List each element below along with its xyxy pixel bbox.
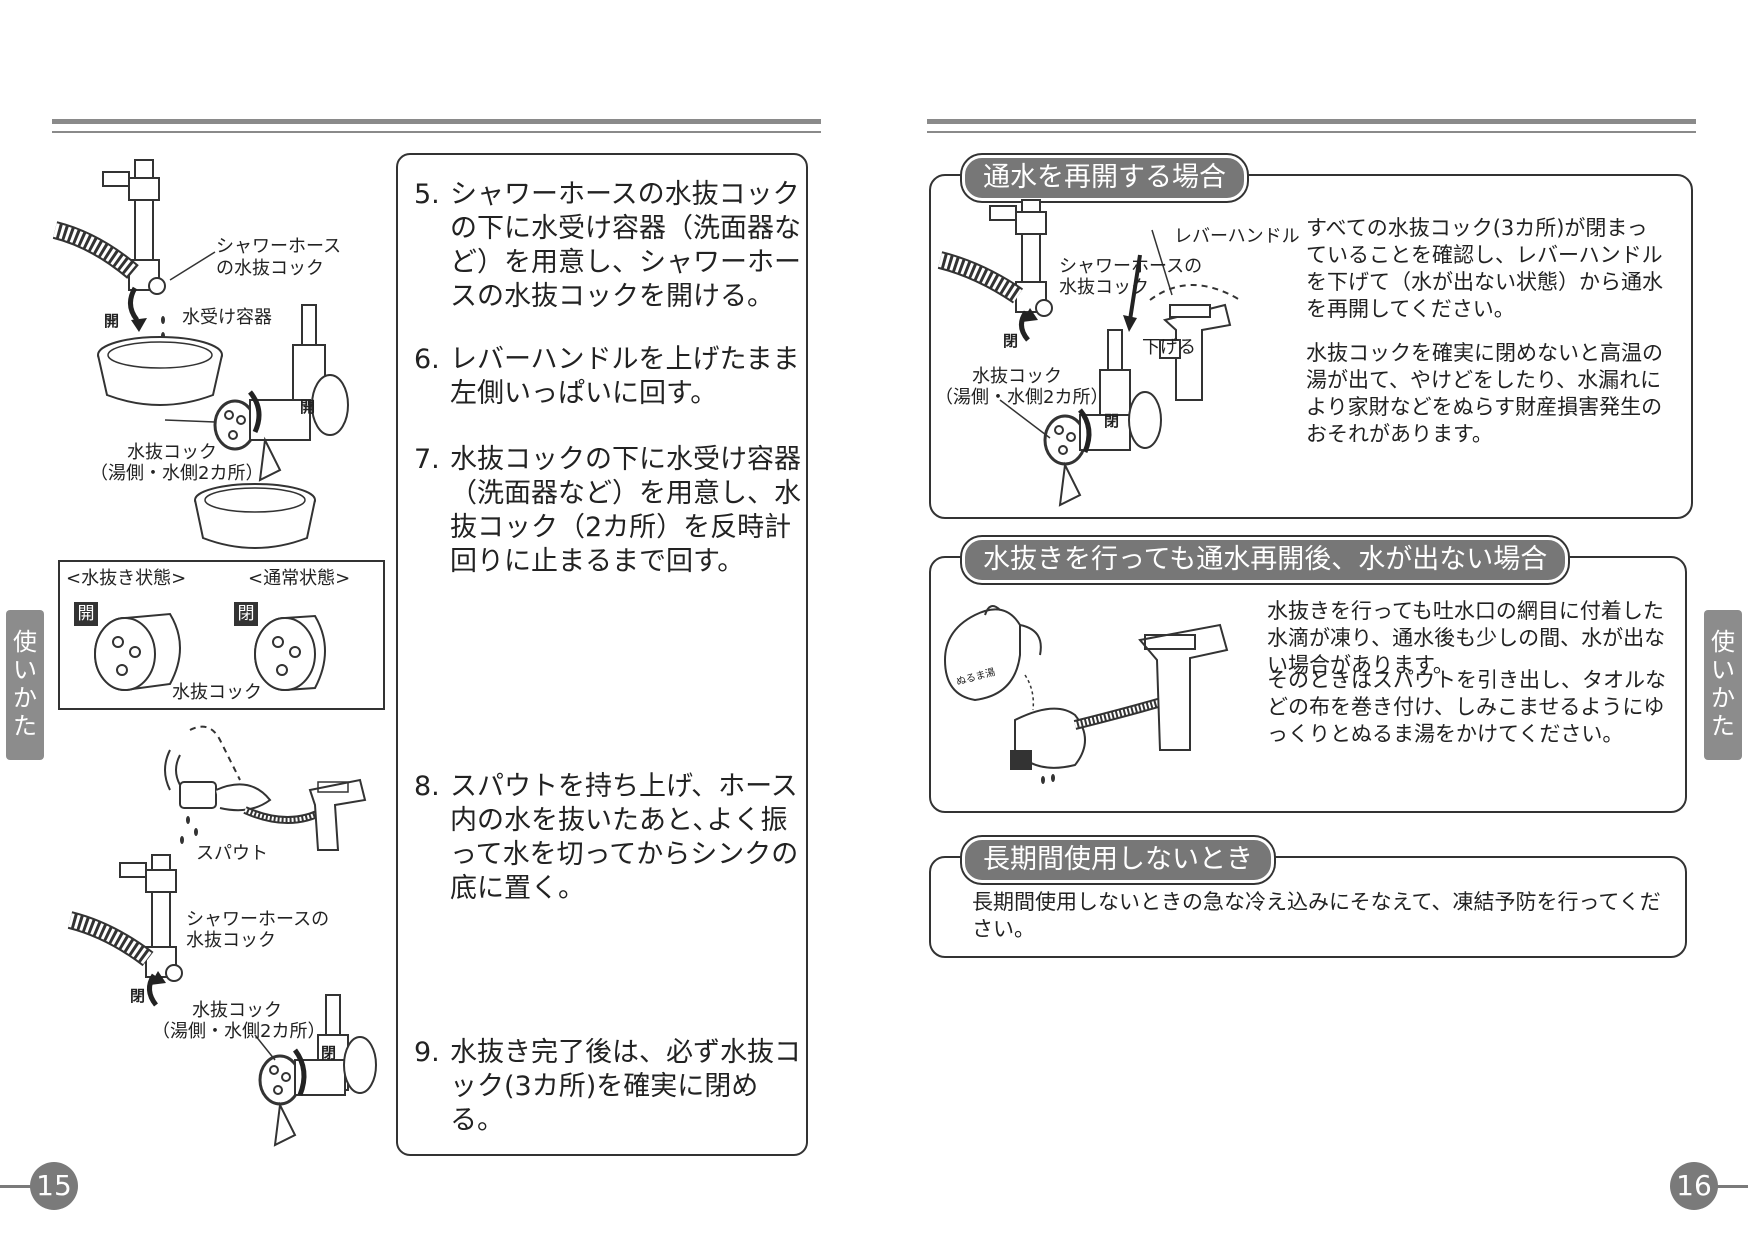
cock-state-box: <水抜き状態> <通常状態> 開 閉 水抜コック bbox=[58, 560, 385, 710]
state-open-mark: 開 bbox=[74, 602, 98, 626]
right-tab-char-3: か bbox=[1711, 684, 1735, 712]
step-5-number: 5. bbox=[414, 179, 440, 210]
step-7: 7. 水抜コックの下に水受け容器（洗面器など）を用意し、水抜コック（2カ所）を反… bbox=[414, 443, 804, 579]
right-header-rule-thin bbox=[927, 131, 1696, 133]
state-closed-mark: 閉 bbox=[234, 602, 258, 626]
right-side-tab: 使 い か た bbox=[1704, 610, 1742, 760]
s3-text: 長期間使用しないときの急な冷え込みにそなえて、凍結予防を行ってください。 bbox=[972, 890, 1661, 941]
left-tab-char-4: た bbox=[13, 712, 37, 740]
step-7-number: 7. bbox=[414, 444, 440, 475]
right-page-number-line bbox=[1712, 1185, 1748, 1188]
label-water-container: 水受け容器 bbox=[182, 307, 272, 328]
spout-shake-illustration bbox=[164, 725, 367, 851]
left-page-number: 15 bbox=[30, 1162, 78, 1210]
step-9-number: 9. bbox=[414, 1037, 440, 1068]
label-drain-cock-b: 水抜コック bbox=[192, 1000, 282, 1021]
s2-paragraph-2: そのときはスパウトを引き出し、タオルなどの布を巻き付け、しみこませるようにゆっく… bbox=[1267, 668, 1666, 746]
left-header-rule bbox=[52, 119, 821, 124]
label-closed-b: 閉 bbox=[130, 987, 146, 1005]
left-side-tab: 使 い か た bbox=[6, 610, 44, 760]
label-closed-b2: 閉 bbox=[321, 1044, 337, 1062]
cock-closed-icon bbox=[254, 614, 326, 691]
left-page-number-line bbox=[0, 1185, 35, 1188]
label-s1-lower: 下げる bbox=[1142, 337, 1196, 358]
step-6-number: 6. bbox=[414, 344, 440, 375]
right-tab-char-1: 使 bbox=[1711, 628, 1735, 656]
label-drain-cock-where-b: （湯側・水側2カ所） bbox=[152, 1021, 326, 1042]
label-state-drain: <水抜き状態> bbox=[66, 568, 187, 589]
label-spout: スパウト bbox=[196, 843, 268, 864]
label-s1-closed: 閉 bbox=[1003, 332, 1019, 350]
step-7-text: 水抜コックの下に水受け容器（洗面器など）を用意し、水抜コック（2カ所）を反時計回… bbox=[450, 444, 801, 577]
resume-water-illustration bbox=[937, 199, 1241, 507]
section-no-water bbox=[929, 556, 1687, 813]
step-5: 5. シャワーホースの水抜コックの下に水受け容器（洗面器など）を用意し、シャワー… bbox=[414, 178, 804, 314]
left-tab-char-3: か bbox=[13, 684, 37, 712]
label-s1-shower-cock-2: 水抜コック bbox=[1059, 277, 1149, 298]
step-9-text: 水抜き完了後は、必ず水抜コック(3カ所)を確実に閉める。 bbox=[450, 1037, 801, 1136]
label-s1-closed-2: 閉 bbox=[1104, 412, 1120, 430]
left-tab-char-1: 使 bbox=[13, 628, 37, 656]
left-tab-char-2: い bbox=[13, 656, 37, 684]
s1-paragraph-1: すべての水抜コック(3カ所)が閉まっていることを確認し、レバーハンドルを下げて（… bbox=[1306, 216, 1663, 321]
label-state-normal: <通常状態> bbox=[248, 568, 351, 589]
label-s1-drain-cock: 水抜コック bbox=[972, 366, 1062, 387]
label-shower-cock-b2: 水抜コック bbox=[186, 930, 276, 951]
label-open: 開 bbox=[104, 312, 120, 330]
right-header-rule bbox=[927, 119, 1696, 124]
left-header-rule-thin bbox=[52, 131, 821, 133]
section-no-water-title: 水抜きを行っても通水再開後、水が出ない場合 bbox=[962, 537, 1569, 583]
right-tab-char-2: い bbox=[1711, 656, 1735, 684]
label-shower-cock: シャワーホース bbox=[216, 236, 342, 257]
label-drain-cock-where: （湯側・水側2カ所） bbox=[90, 463, 264, 484]
right-page-number: 16 bbox=[1670, 1162, 1718, 1210]
s2-paragraph-1: 水抜きを行っても吐水口の網目に付着した水滴が凍り、通水後も少しの間、水が出ない場… bbox=[1267, 599, 1666, 677]
step-9: 9. 水抜き完了後は、必ず水抜コック(3カ所)を確実に閉める。 bbox=[414, 1036, 804, 1138]
steps-box bbox=[396, 153, 808, 1156]
section-long-term-title: 長期間使用しないとき bbox=[962, 837, 1274, 883]
label-state-cock: 水抜コック bbox=[172, 682, 262, 704]
label-shower-cock-b: シャワーホースの bbox=[186, 909, 330, 930]
label-open-2: 開 bbox=[300, 398, 316, 416]
right-tab-char-4: た bbox=[1711, 712, 1735, 740]
step-8: 8. スパウトを持ち上げ、ホース内の水を抜いたあと､よく振って水を切ってからシン… bbox=[414, 770, 804, 906]
warm-water-illustration bbox=[943, 605, 1229, 784]
s1-paragraph-2: 水抜コックを確実に閉めないと高温の湯が出て、やけどをしたり、水漏れにより家財など… bbox=[1306, 341, 1663, 446]
step-5-text: シャワーホースの水抜コックの下に水受け容器（洗面器など）を用意し、シャワーホース… bbox=[450, 179, 801, 312]
label-drain-cock: 水抜コック bbox=[127, 442, 217, 463]
label-s1-drain-cock-where: （湯側・水側2カ所） bbox=[935, 387, 1109, 408]
section-resume-water-title: 通水を再開する場合 bbox=[962, 155, 1247, 201]
closed-cocks-illustration bbox=[67, 854, 377, 1147]
step-6-text: レバーハンドルを上げたまま左側いっぱいに回す。 bbox=[450, 344, 800, 409]
shower-hose-drain-illustration bbox=[52, 159, 349, 549]
cock-open-icon bbox=[94, 612, 181, 691]
step-6: 6. レバーハンドルを上げたまま左側いっぱいに回す。 bbox=[414, 343, 804, 411]
step-8-number: 8. bbox=[414, 771, 440, 802]
label-shower-cock-2: の水抜コック bbox=[216, 258, 324, 279]
step-8-text: スパウトを持ち上げ、ホース内の水を抜いたあと､よく振って水を切ってからシンクの底… bbox=[450, 771, 799, 904]
label-lever-handle: レバーハンドル bbox=[1174, 226, 1300, 247]
label-s1-shower-cock: シャワーホースの bbox=[1059, 256, 1203, 277]
